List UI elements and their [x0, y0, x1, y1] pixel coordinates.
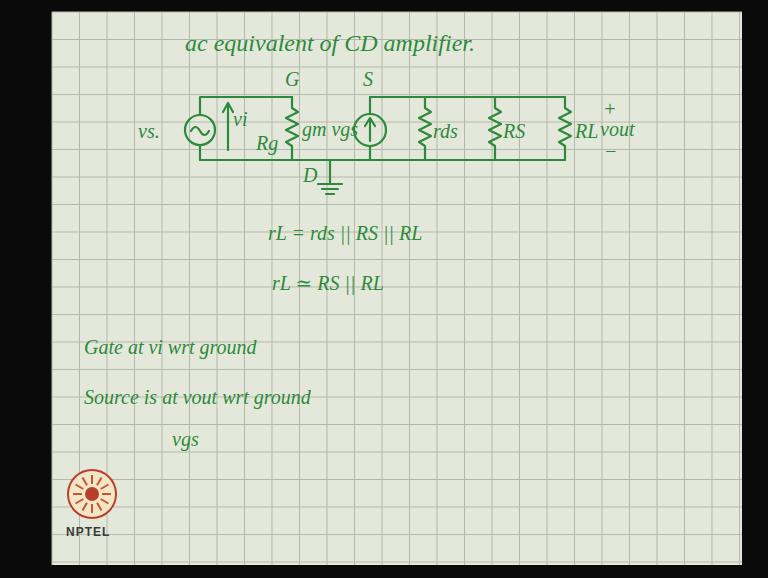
- circuit-wires: [185, 97, 571, 194]
- emblem-ray: [76, 499, 84, 504]
- signal-name: gm vgs: [302, 118, 358, 140]
- grid-line: [52, 94, 742, 95]
- emblem-ray: [102, 493, 111, 495]
- signal-name: vout: [600, 118, 634, 140]
- grid-line: [52, 67, 742, 68]
- signal-name: vi: [233, 108, 247, 130]
- grid-line: [52, 452, 742, 453]
- equation: rL ≃ RS || RL: [272, 272, 384, 294]
- grid-line: [52, 534, 742, 535]
- component-name: rds: [433, 120, 458, 142]
- emblem-ray: [97, 503, 102, 511]
- grid-line: [52, 12, 742, 13]
- title: ac equivalent of CD amplifier.: [185, 30, 475, 56]
- note: Gate at vi wrt ground: [84, 336, 257, 358]
- grid-line: [52, 507, 742, 508]
- note: Source is at vout wrt ground: [84, 386, 311, 408]
- grid-line: [52, 314, 742, 315]
- grid-line: [52, 562, 742, 563]
- grid-line: [52, 369, 742, 370]
- polarity-sign: −: [604, 140, 618, 162]
- wire: [200, 97, 292, 160]
- emblem-ray: [76, 485, 84, 490]
- component-name: Rg: [256, 132, 278, 154]
- logo-text: NPTEL: [66, 526, 110, 539]
- component-name: RL: [575, 120, 598, 142]
- grid-lines: [52, 12, 742, 565]
- emblem-rays: [73, 475, 111, 513]
- voltage-source-tilde: [191, 127, 209, 135]
- emblem-ray: [91, 475, 93, 484]
- resistor-symbol: [419, 97, 431, 160]
- node-label: G: [285, 68, 299, 90]
- grid-line: [52, 149, 742, 150]
- ground-symbol: [318, 160, 342, 194]
- emblem-ray: [91, 504, 93, 513]
- current-source-symbol: [354, 114, 386, 146]
- polarity-sign: +: [603, 98, 617, 120]
- nptel-emblem: [68, 470, 116, 518]
- wire: [370, 96, 565, 98]
- component-name: RS: [503, 120, 525, 142]
- emblem-ray: [83, 503, 88, 511]
- node-label: D: [303, 164, 317, 186]
- resistor-symbol: [489, 97, 501, 160]
- voltage-arrow: [223, 103, 233, 150]
- emblem-ray: [101, 485, 109, 490]
- grid-line: [52, 177, 742, 178]
- current-arrow: [365, 118, 375, 141]
- resistor-symbol: [559, 97, 571, 160]
- voltage-source-symbol: [185, 115, 215, 145]
- emblem-ring: [68, 470, 116, 518]
- grid-line: [52, 204, 742, 205]
- emblem-ray: [97, 478, 102, 486]
- resistor-symbol: [286, 97, 298, 160]
- wire: [200, 159, 565, 161]
- grid-line: [52, 479, 742, 480]
- grid-line: [52, 287, 742, 288]
- grid-line: [52, 424, 742, 425]
- grid-line: [52, 259, 742, 260]
- equation: rL = rds || RS || RL: [268, 222, 422, 244]
- node-label: S: [363, 68, 373, 90]
- emblem-ray: [83, 478, 88, 486]
- grid-paper: [52, 12, 742, 565]
- note: vgs: [172, 428, 199, 450]
- emblem-ray: [73, 493, 82, 495]
- signal-name: vs.: [138, 120, 160, 142]
- emblem-center: [85, 487, 99, 501]
- emblem-ray: [101, 499, 109, 504]
